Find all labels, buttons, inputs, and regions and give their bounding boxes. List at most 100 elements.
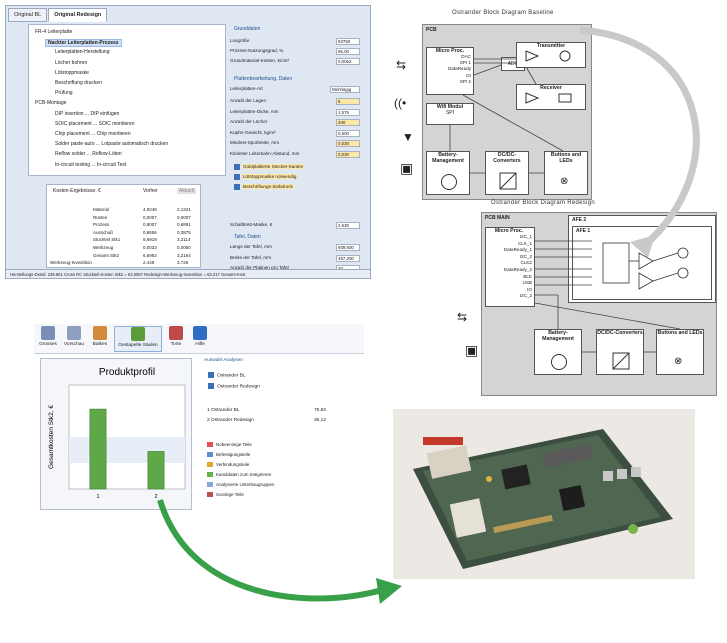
analysis-item[interactable]: Ostrander BL xyxy=(208,372,246,378)
param-input[interactable]: 85,00 xyxy=(336,48,360,55)
board-type-select[interactable]: Mehrlagig xyxy=(330,86,360,93)
legend-swatch xyxy=(207,452,213,457)
parameter-panel: Grunddaten Losgröße93750Prozess-Nutzungs… xyxy=(228,24,370,274)
option-label: Lötstoppmaske notwendig xyxy=(242,174,297,179)
legend-label: Befestigungsteile xyxy=(216,452,250,457)
analysis-title: Auswahl Analysen xyxy=(204,358,243,363)
tab-original-redesign[interactable]: Original Redesign xyxy=(48,8,107,22)
legend-label: Verbindungsteile xyxy=(216,462,249,467)
cost-before-value: 0,0033 xyxy=(143,245,157,250)
toolbar-button[interactable]: Gestapelte Säulen xyxy=(114,326,162,352)
cost-row: Prozess0,80070,6891 xyxy=(47,222,202,229)
tree-item[interactable]: FR-4 Leiterplatte xyxy=(35,29,72,35)
cost-calculator-window: Original BL Original Redesign FR-4 Leite… xyxy=(5,5,371,279)
battery-icon-2: ▣ xyxy=(465,342,478,359)
section-plattenbearbeitung: Plattenbearbeitung, Daten xyxy=(234,76,292,82)
option-checkbox[interactable]: Lötstoppmaske notwendig xyxy=(234,174,297,180)
param-input[interactable]: 0,030 xyxy=(336,140,360,147)
param-label: Anzahl der Lagen xyxy=(230,98,266,103)
toolbar-label: Gestapelte Säulen xyxy=(118,343,157,348)
option-label: Goldplattierte Stecker-Kanten xyxy=(242,164,304,169)
param-label: Kupfer-Gewicht, kg/m² xyxy=(230,130,276,135)
tree-item[interactable]: Löcher bohren xyxy=(55,60,87,66)
param-input[interactable]: 457,200 xyxy=(336,255,360,262)
toolbar-icon xyxy=(131,327,145,341)
status-bar: Herstellungs-Detail: 236.801 Cross RC St… xyxy=(6,269,371,278)
param-input[interactable]: 6 xyxy=(336,98,360,105)
usb-icon: ⇆ xyxy=(396,58,406,72)
tree-item[interactable]: Leiterplatten-Herstellung xyxy=(55,49,109,55)
toolbar-icon xyxy=(169,326,183,340)
section-tafel: Tafel, Daten xyxy=(234,234,261,240)
tree-item[interactable]: Beschriftung drucken xyxy=(55,80,102,86)
option-checkbox[interactable]: Goldplattierte Stecker-Kanten xyxy=(234,164,304,170)
tab-original-bl[interactable]: Original BL xyxy=(8,8,47,22)
tree-item[interactable]: Lötstoppmaske xyxy=(55,70,89,76)
result-value: 76,82 xyxy=(314,408,326,413)
baseline-diagram-title: Ostrander Block Diagram Baseline xyxy=(452,10,554,16)
analysis-item-label: Ostrander Redesign xyxy=(217,384,260,389)
tree-item[interactable]: SOIC placement ... SOIC montieren xyxy=(55,121,134,127)
tree-item[interactable]: In-circuit testing ... In-circuit Test xyxy=(55,162,126,168)
checkbox-checked-icon[interactable] xyxy=(234,164,240,170)
cost-row-label: Prozess xyxy=(93,222,109,227)
cost-before-value: 2.449 xyxy=(143,260,154,265)
toolbar-icon xyxy=(67,326,81,340)
tree-item[interactable]: Solder paste-auto ... Lotpaste automatis… xyxy=(55,141,168,147)
tree-item[interactable]: PCB-Montage xyxy=(35,100,66,106)
param-input[interactable]: 93750 xyxy=(336,38,360,45)
param-input[interactable]: 0,0062 xyxy=(336,58,360,65)
toolbar-button[interactable]: Balken xyxy=(88,326,112,352)
param-input[interactable]: 0,030 xyxy=(336,151,360,158)
param-input[interactable]: 0,500 xyxy=(336,130,360,137)
cost-row-label: Werkzeug xyxy=(93,245,113,250)
option-checkbox[interactable]: Beschriftungs-Siebdruck xyxy=(234,184,294,190)
toolbar-button[interactable]: Vorschau xyxy=(62,326,86,352)
cost-row: Material4,92482,1341 xyxy=(47,207,202,214)
tree-item[interactable]: DIP insertion ... DIP einfügen xyxy=(55,111,119,117)
bar[interactable] xyxy=(90,409,106,489)
legend-label: Kandidaten zum Integrieren xyxy=(216,472,271,477)
cost-row: Ausschuß0,86560,3875 xyxy=(47,230,202,237)
toolbar-label: Vorschau xyxy=(64,342,84,347)
param-input[interactable]: 1,575 xyxy=(336,109,360,116)
toolbar-button[interactable]: Grosses xyxy=(36,326,60,352)
tree-item[interactable]: Chip placement ... Chip montieren xyxy=(55,131,131,137)
analysis-item[interactable]: Ostrander Redesign xyxy=(208,383,260,389)
cost-current-value: 3,2164 xyxy=(177,253,191,258)
mask-cost-field[interactable]: 2.630 xyxy=(336,222,360,229)
cost-row: Stückteil Stk16,69193,2114 xyxy=(47,237,202,244)
toolbar-button[interactable]: Torte xyxy=(164,326,188,352)
param-label: Grundmaterial-Kosten, €/cm² xyxy=(230,58,289,63)
toolbar-icon xyxy=(93,326,107,340)
cost-row-label: Material xyxy=(93,207,109,212)
toolbar-label: Torte xyxy=(171,342,182,347)
tree-item[interactable]: Reflow solder ... Reflow-Löten xyxy=(55,151,122,157)
result-label: 1 Ostrander BL xyxy=(207,408,240,413)
checkbox-checked-icon[interactable] xyxy=(234,184,240,190)
cost-col-current[interactable]: Aktuell xyxy=(177,188,196,194)
circuit-board-image xyxy=(393,409,695,579)
tree-item[interactable]: Prüfung xyxy=(55,90,73,96)
cost-current-value: 0,3875 xyxy=(177,230,191,235)
cost-before-value: 0,0007 xyxy=(143,215,157,220)
param-input[interactable]: 609,600 xyxy=(336,244,360,251)
cost-before-value: 0,8007 xyxy=(143,222,157,227)
cost-current-value: 2,1341 xyxy=(177,207,191,212)
usb-icon-2: ⇆ xyxy=(457,310,467,324)
toolbar-button[interactable]: Hilfe xyxy=(188,326,212,352)
param-label: Kleinster Leiterbahn-Abstand, mm xyxy=(230,151,299,156)
tree-item[interactable]: Nackter Leiterplatten-Prozess xyxy=(45,39,122,47)
cost-row: Gesamt Stk26,69523,2164 xyxy=(47,253,202,260)
toolbar-label: Balken xyxy=(93,342,108,347)
y-axis-label: Gesamtkosten Stk2, € xyxy=(48,405,55,469)
cost-before-value: 6,6952 xyxy=(143,253,157,258)
checkbox-checked-icon[interactable] xyxy=(234,174,240,180)
cost-current-value: 3,2114 xyxy=(177,237,190,242)
param-input[interactable]: 400 xyxy=(336,119,360,126)
mask-cost-label: Schaltbrett-Maske, € xyxy=(230,222,272,227)
legend-item: Befestigungsteile xyxy=(207,452,250,457)
toolbar-label: Hilfe xyxy=(195,342,205,347)
param-label: Leiterplatten-Dicke, mm xyxy=(230,109,279,114)
